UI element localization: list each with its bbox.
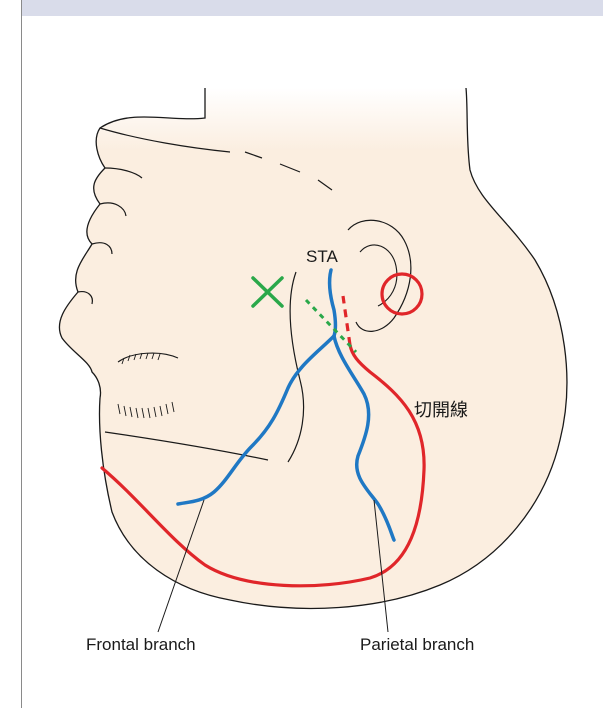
- incision-label: 切開線: [414, 400, 468, 420]
- parietal-branch-label: Parietal branch: [360, 635, 474, 654]
- sta-label: STA: [306, 247, 338, 266]
- frontal-branch-label: Frontal branch: [86, 635, 196, 654]
- head-silhouette: [59, 88, 566, 608]
